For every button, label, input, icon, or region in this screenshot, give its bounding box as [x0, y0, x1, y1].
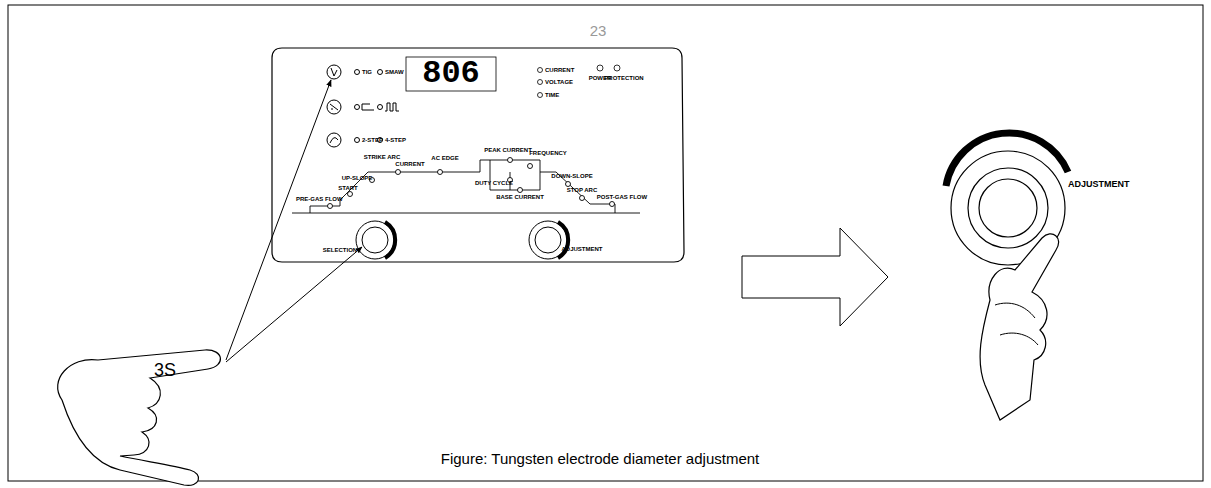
frame: [8, 5, 1203, 481]
panel-label: POST-GAS FLOW: [597, 194, 647, 200]
display-readout: 806: [422, 58, 480, 90]
panel-label: DUTY CYCLE: [475, 180, 513, 186]
panel-label: TIME: [545, 92, 559, 98]
panel-label: PRE-GAS FLOW: [296, 196, 343, 202]
panel-label: 3S: [154, 361, 176, 379]
hand: [58, 350, 221, 485]
panel-label: SMAW: [385, 69, 404, 75]
panel-label: DOWN-SLOPE: [551, 173, 592, 179]
arrow: [742, 228, 888, 326]
panel-label: 2-STEP: [362, 137, 383, 143]
control-panel: [272, 48, 684, 262]
panel-label: STRIKE ARC: [364, 154, 400, 160]
panel-label: FREQUENCY: [529, 150, 567, 156]
panel-label: START: [338, 185, 358, 191]
panel-label: ADJUSTMENT: [1068, 180, 1130, 189]
panel-label: CURRENT: [395, 161, 424, 167]
figure-caption: Figure: Tungsten electrode diameter adju…: [441, 451, 760, 466]
panel-label: SELECTION: [323, 247, 357, 253]
panel-label: STOP ARC: [567, 187, 598, 193]
process-curve: [292, 158, 640, 214]
display-window: [406, 57, 496, 91]
panel-label: VOLTAGE: [545, 79, 573, 85]
panel-label: BASE CURRENT: [496, 194, 544, 200]
panel-label: ADJUSTMENT: [561, 246, 602, 252]
panel-label: PROTECTION: [604, 75, 643, 81]
page-number: 23: [590, 23, 607, 38]
hand: [980, 234, 1059, 420]
mode-icons: [327, 65, 399, 147]
panel-label: 4-STEP: [385, 137, 406, 143]
panel-label: PEAK CURRENT: [484, 147, 532, 153]
panel-knobs: [356, 221, 568, 259]
hand-detail: [995, 303, 1038, 345]
panel-label: UP-SLOPE: [342, 175, 373, 181]
panel-label: TIG: [362, 69, 372, 75]
status-leds: [538, 65, 621, 98]
panel-label: CURRENT: [545, 67, 574, 73]
panel-label: AC EDGE: [431, 155, 458, 161]
pointer-lines: [226, 80, 362, 362]
